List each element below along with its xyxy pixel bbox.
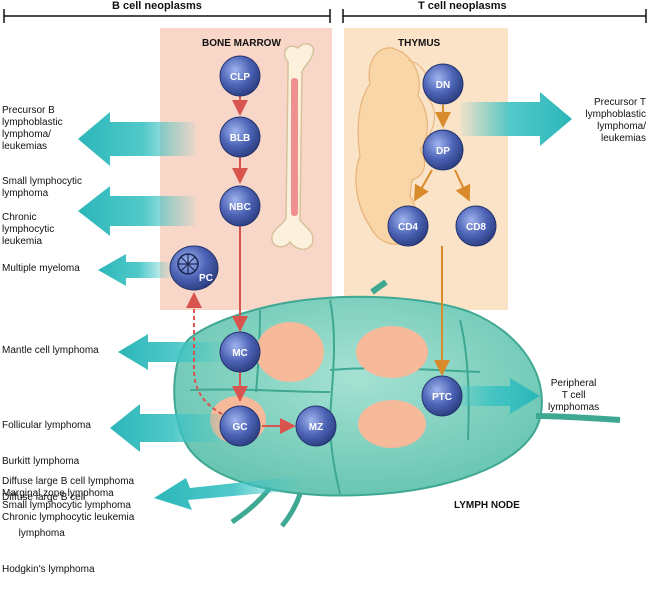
arrow-precursor-t	[460, 92, 572, 146]
svg-text:DN: DN	[436, 80, 450, 91]
svg-text:MZ: MZ	[309, 422, 323, 433]
arrow-postgerminal	[154, 476, 300, 510]
svg-text:CLP: CLP	[230, 72, 250, 83]
t-cell-bracket	[342, 9, 647, 23]
cell-dp: DP	[422, 129, 464, 171]
cell-cd8: CD8	[455, 205, 497, 247]
thymus-title: THYMUS	[398, 38, 441, 49]
label-peripheral-t: Peripheral T cell lymphomas	[548, 378, 600, 413]
cell-blb: BLB	[219, 116, 261, 158]
cell-gc: GC	[219, 405, 261, 447]
cell-dn: DN	[422, 63, 464, 105]
diagram-canvas: CLP BLB NBC PC MC GC MZ D	[3, 9, 647, 528]
bone-illustration	[271, 43, 315, 251]
svg-text:MC: MC	[232, 348, 248, 359]
arrow-dp-cd4	[414, 169, 433, 202]
label-postgerminal: Diffuse large B cell lymphoma Marginal z…	[2, 476, 135, 523]
arrow-myeloma	[98, 254, 172, 286]
lymph-node-title: LYMPH NODE	[454, 500, 520, 511]
label-precursor-b: Precursor B lymphoblastic lymphoma/ leuk…	[2, 105, 63, 152]
cell-clp: CLP	[219, 55, 261, 97]
svg-text:PTC: PTC	[432, 392, 452, 403]
diagram-stage: CLP BLB NBC PC MC GC MZ D	[2, 0, 647, 575]
arrow-precursor-b	[78, 112, 196, 166]
lymph-node-illustration	[173, 279, 621, 528]
cell-mc: MC	[219, 331, 261, 373]
svg-text:CD8: CD8	[466, 222, 486, 233]
arrow-dp-cd8	[454, 169, 471, 202]
svg-text:BLB: BLB	[230, 133, 251, 144]
label-myeloma: Multiple myeloma	[2, 263, 80, 274]
header-b-cell: B cell neoplasms	[112, 0, 202, 12]
label-mantle: Mantle cell lymphoma	[2, 345, 99, 356]
cell-mz: MZ	[295, 405, 337, 447]
label-precursor-t: Precursor T lymphoblastic lymphoma/ leuk…	[585, 97, 646, 144]
arrow-gc-pc	[186, 292, 223, 415]
cell-nbc: NBC	[219, 185, 261, 227]
label-sll-cll: Small lymphocytic lymphoma Chronic lymph…	[2, 176, 83, 247]
cell-pc: PC	[169, 245, 219, 291]
svg-text:NBC: NBC	[229, 202, 251, 213]
svg-text:DP: DP	[436, 146, 450, 157]
cell-cd4: CD4	[387, 205, 429, 247]
cell-ptc: PTC	[421, 375, 463, 417]
arrow-germinal	[110, 404, 226, 452]
arrow-sll-cll	[78, 186, 196, 236]
b-cell-bracket	[3, 9, 331, 23]
header-t-cell: T cell neoplasms	[418, 0, 507, 12]
arrow-peripheral-t	[454, 378, 540, 414]
bone-marrow-title: BONE MARROW	[202, 38, 281, 49]
svg-text:PC: PC	[199, 273, 213, 284]
arrow-mantle	[118, 334, 226, 370]
svg-text:CD4: CD4	[398, 222, 418, 233]
svg-text:GC: GC	[233, 422, 248, 433]
